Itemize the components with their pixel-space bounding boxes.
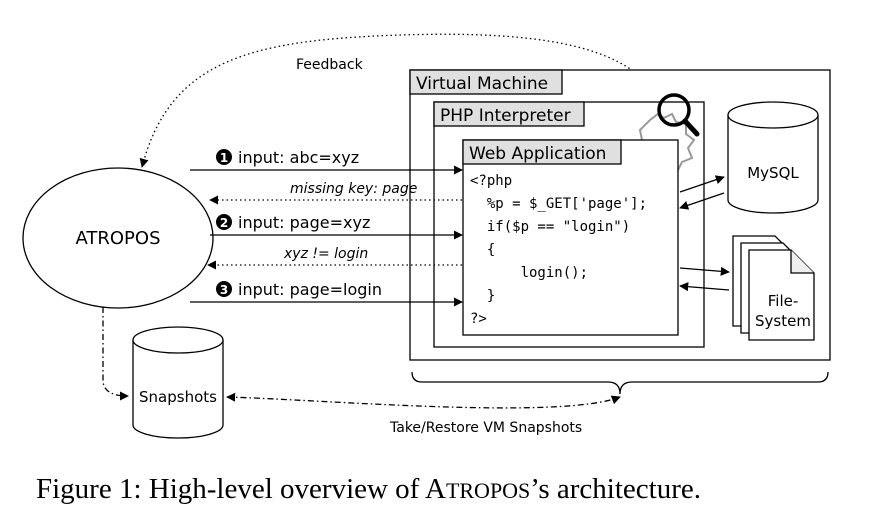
caption-prefix: Figure 1: High-level overview of A: [36, 473, 446, 505]
step-1-marker: [216, 149, 232, 165]
input-3: 3 input: page=login: [216, 280, 382, 299]
filesystem-read-arrow: [679, 282, 730, 292]
atropos-node: [22, 167, 214, 309]
snapshots-label: Snapshots: [139, 388, 217, 406]
code-line: login();: [470, 265, 588, 281]
input-3-label: input: page=login: [238, 280, 382, 299]
step-2-marker: [216, 214, 232, 230]
input-2: 2 input: page=xyz: [216, 213, 370, 232]
code-line: {: [470, 242, 495, 258]
step-3-number: 3: [220, 283, 228, 297]
filesystem-label-line1: File-: [768, 292, 799, 310]
filesystem-write-arrow: [679, 266, 730, 276]
step-1-number: 1: [220, 151, 228, 165]
web-application-box: [462, 139, 679, 336]
web-application-title: Web Application: [469, 144, 606, 164]
step-3-marker: [216, 281, 232, 297]
virtual-machine-title: Virtual Machine: [416, 74, 548, 94]
code-line: }: [470, 288, 495, 304]
php-interpreter-tab: [433, 101, 585, 127]
take-restore-arrow: [226, 392, 621, 409]
input-1: 1 input: abc=xyz: [216, 148, 359, 167]
atropos-label: ATROPOS: [75, 228, 160, 249]
virtual-machine-tab: [409, 69, 563, 95]
mysql-label: MySQL: [747, 164, 799, 182]
code-line: <?php: [470, 173, 512, 189]
filesystem-documents: [732, 235, 815, 341]
feedback-label: Feedback: [296, 57, 364, 73]
take-restore-label: Take/Restore VM Snapshots: [389, 420, 582, 436]
code-block: <?php %p = $_GET['page']; if($p == "logi…: [470, 173, 647, 327]
input-2-label: input: page=xyz: [238, 213, 370, 232]
web-application-tab: [462, 139, 622, 165]
mysql-database: [727, 101, 819, 214]
php-interpreter-title: PHP Interpreter: [440, 106, 571, 126]
vm-brace: [411, 371, 829, 395]
caption-smallcaps: TROPOS: [446, 478, 530, 503]
mysql-read-arrow: [679, 192, 725, 210]
code-line: if($p == "login"): [470, 219, 630, 235]
response-1-label: missing key: page: [290, 181, 417, 197]
figure-caption: Figure 1: High-level overview of ATROPOS…: [36, 473, 701, 505]
code-line: %p = $_GET['page'];: [470, 196, 647, 212]
snapshots-database: [132, 326, 224, 439]
response-2-label: xyz != login: [283, 246, 368, 262]
caption-suffix: ’s architecture.: [530, 473, 701, 505]
code-line: ?>: [470, 311, 487, 327]
step-2-number: 2: [220, 216, 228, 230]
feedback-arrow: [139, 33, 669, 168]
input-1-label: input: abc=xyz: [238, 148, 359, 167]
mysql-write-arrow: [679, 175, 725, 193]
filesystem-label-line2: System: [755, 312, 811, 330]
atropos-snapshots-arrow: [102, 307, 129, 401]
